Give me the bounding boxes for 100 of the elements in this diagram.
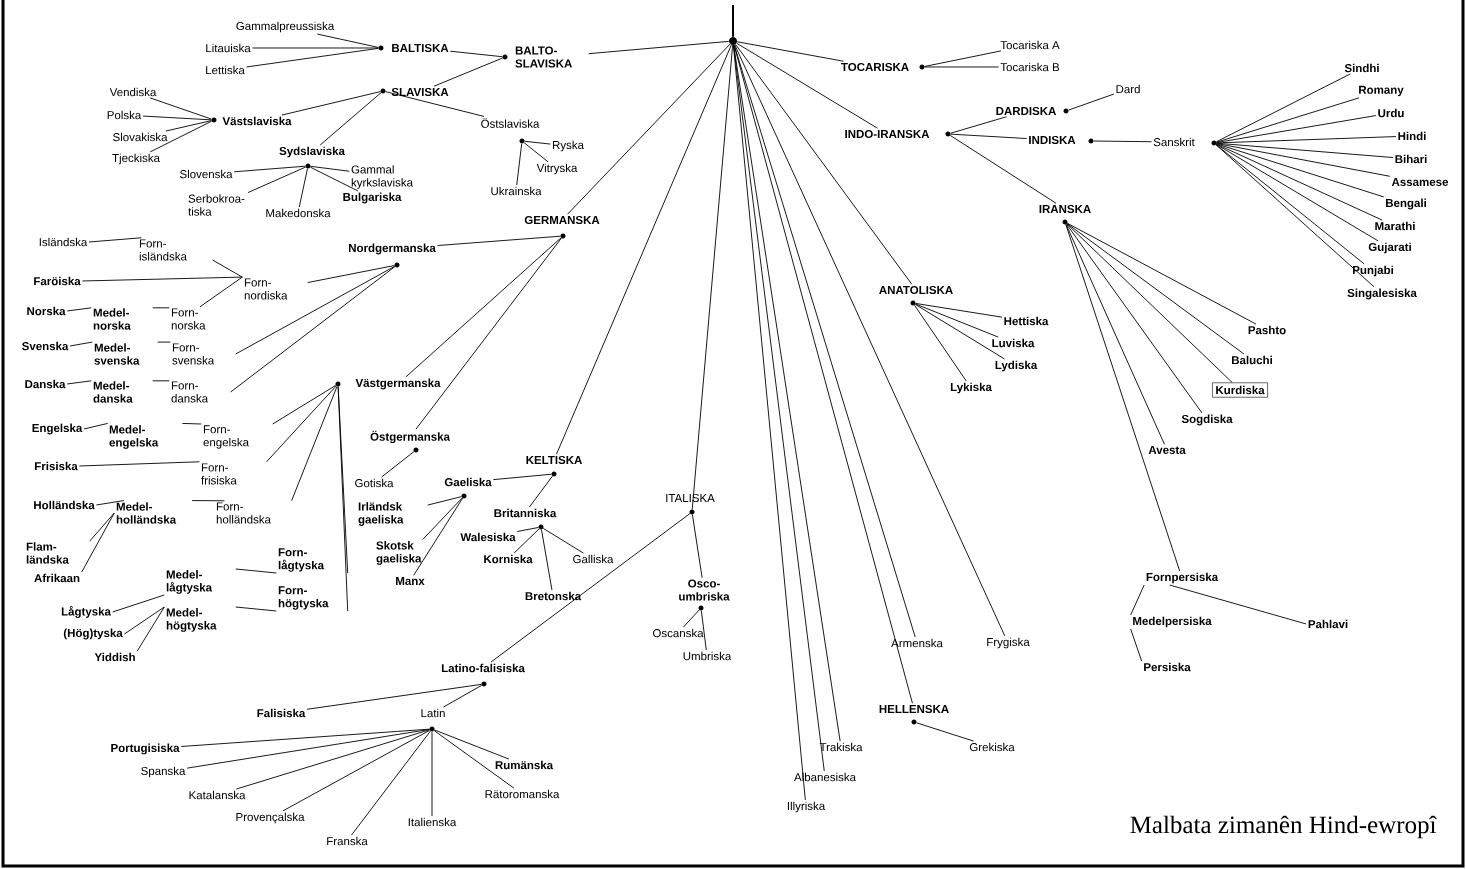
language-label: KELTISKA — [526, 455, 583, 465]
language-label: Forn- frisiska — [201, 463, 237, 485]
language-label: Östgermanska — [370, 430, 450, 444]
language-label: Frygiska — [987, 637, 1030, 649]
language-label: BALTO- SLAVISKA — [515, 46, 572, 68]
branch-line — [924, 66, 1000, 68]
branch-line — [152, 380, 170, 382]
branch-line — [83, 422, 109, 430]
branch-line — [915, 302, 1003, 318]
language-label: Fornpersiska — [1146, 572, 1219, 584]
language-label: Persiska — [1144, 662, 1191, 672]
branch-line — [541, 529, 553, 591]
branch-line — [1215, 73, 1351, 143]
language-label: BALTISKA — [392, 43, 449, 53]
language-label: Spanska — [141, 766, 186, 778]
language-label: Romany — [1359, 85, 1404, 97]
language-label: Assamese — [1391, 178, 1449, 186]
branch-line — [528, 475, 553, 508]
language-label: Irländsk gaeliska — [358, 502, 404, 526]
branch-line — [142, 115, 212, 121]
language-label: Sogdiska — [1181, 414, 1233, 426]
branch-line — [1065, 224, 1181, 572]
language-label: GERMANSKA — [524, 215, 600, 225]
branch-line — [186, 728, 430, 769]
language-label: Makedonska — [266, 208, 331, 218]
branch-line — [516, 143, 523, 186]
branch-line — [914, 303, 1005, 360]
language-label: Katalanska — [189, 790, 246, 800]
caption: Malbata zimanên Hind-ewropî — [1130, 815, 1437, 839]
language-label: Gaeliska — [444, 477, 492, 487]
language-label: Svenska — [22, 341, 69, 351]
branch-line — [588, 40, 730, 55]
branch-line — [233, 165, 306, 173]
language-label: INDO-IRANSKA — [845, 129, 930, 139]
language-label: Litauiska — [206, 43, 251, 53]
branch-line — [281, 91, 381, 116]
language-label: SLAVISKA — [391, 87, 449, 97]
language-label: Danska — [25, 379, 66, 389]
language-label: Flam- ländska — [26, 542, 69, 564]
branch-line — [556, 44, 732, 455]
language-label: Norska — [27, 306, 66, 316]
branch-line — [272, 384, 337, 425]
language-label: Hettiska — [1004, 316, 1049, 326]
language-label: Luviska — [992, 338, 1035, 348]
language-label: Tocariska A — [1000, 40, 1060, 50]
branch-line — [1130, 628, 1143, 662]
language-label: Sydslaviska — [279, 146, 345, 158]
branch-line — [1093, 140, 1152, 143]
language-label: DARDISKA — [996, 106, 1057, 116]
language-label: Pahlavi — [1308, 619, 1348, 629]
branch-line — [1169, 584, 1307, 625]
language-label: Engelska — [32, 423, 83, 435]
language-label: Galliska — [573, 554, 614, 564]
branch-line — [306, 683, 482, 710]
language-label: Bihari — [1395, 154, 1427, 164]
branch-line — [199, 276, 243, 308]
branch-line — [351, 730, 431, 836]
language-label: Osco- umbriska — [679, 579, 730, 601]
branch-line — [422, 497, 463, 540]
language-label: Rumänska — [495, 760, 554, 770]
branch-line — [733, 44, 841, 742]
language-label: Sanskrit — [1153, 137, 1195, 147]
language-label: ANATOLISKA — [879, 285, 953, 295]
language-label: Portugisiska — [111, 743, 180, 755]
branch-line — [337, 386, 349, 612]
branch-line — [235, 729, 430, 790]
branch-line — [385, 91, 485, 117]
branch-line — [691, 514, 703, 579]
language-label: Marathi — [1375, 221, 1415, 231]
branch-line — [415, 237, 562, 430]
language-label: Forn- lågtyska — [278, 548, 325, 572]
language-label: Forn- holländska — [216, 502, 271, 524]
language-label: Illyriska — [787, 801, 826, 813]
language-label: Albanesiska — [794, 772, 856, 782]
language-label: Grekiska — [969, 742, 1015, 752]
language-label: Punjabi — [1353, 265, 1393, 277]
branch-line — [230, 266, 396, 393]
branch-line — [149, 97, 212, 120]
language-label: ITALISKA — [666, 493, 715, 503]
language-label: Latino-falisiska — [441, 663, 525, 673]
language-label: Västslaviska — [222, 116, 292, 126]
language-label: Korniska — [484, 554, 533, 564]
branch-line — [433, 57, 503, 87]
branch-line — [149, 120, 213, 153]
language-label: Medel- danska — [93, 381, 133, 403]
branch-line — [81, 512, 115, 573]
branch-line — [66, 307, 92, 312]
branch-line — [492, 473, 552, 481]
branch-line — [310, 165, 350, 172]
branch-line — [542, 527, 584, 554]
language-label: Forn- engelska — [203, 425, 250, 449]
language-label: Lågtyska — [61, 606, 111, 618]
language-label: IRANSKA — [1039, 204, 1091, 214]
language-label: Skotsk gaeliska — [376, 541, 422, 565]
language-label: Franska — [327, 836, 368, 846]
branch-line — [212, 259, 243, 278]
branch-line — [266, 385, 337, 463]
language-label: Singalesiska — [1347, 288, 1417, 300]
language-label: Holländska — [34, 500, 95, 510]
branch-line — [950, 116, 1007, 134]
